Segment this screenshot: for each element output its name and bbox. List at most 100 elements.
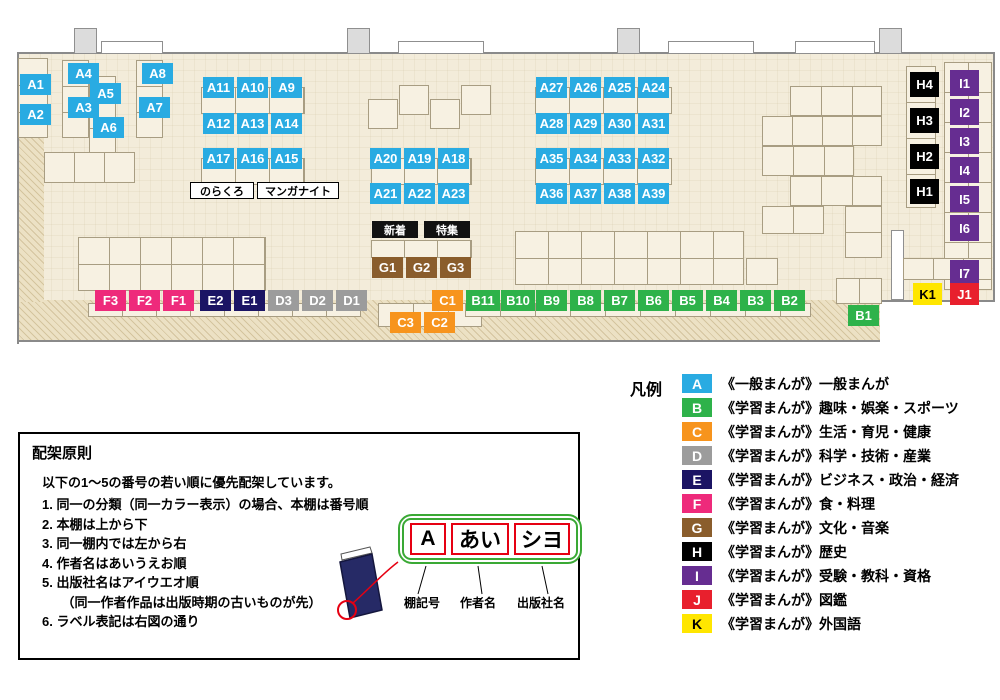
shelf-label-A37: A37 [570,183,601,204]
principle-rule: 6. ラベル表記は右図の通り [42,614,200,629]
shelf-label-B8: B8 [570,290,601,311]
shelf-unit [371,240,472,258]
shelf-label-A31: A31 [638,113,669,134]
wall-right [993,52,995,302]
shelf-label-A17: A17 [203,148,234,169]
shelf-label-B2: B2 [774,290,805,311]
shelf-label-J1: J1 [950,283,979,305]
shelf-label-D2: D2 [302,290,333,311]
principles-title: 配架原則 [32,445,93,462]
shelf-label-B4: B4 [706,290,737,311]
shelf-unit [836,278,882,304]
shelf-label-A19: A19 [404,148,435,169]
shelf-label-I5: I5 [950,186,979,212]
principle-rule: （同一作者作品は出版時期の古いものが先） [42,594,322,610]
legend-rows: A《一般まんが》一般まんが B《学習まんが》趣味・娯楽・スポーツ C《学習まんが》生… [682,374,959,638]
shelf-label-A30: A30 [604,113,635,134]
shelf-label-A26: A26 [570,77,601,98]
spine-publisher: シヨ [514,523,570,555]
shelf-label-A6: A6 [93,117,124,138]
shelf-unit [430,99,460,129]
shelf-label-F3: F3 [95,290,126,311]
legend-label: 《学習まんが》科学・技術・産業 [721,447,931,464]
principle-rule: 4. 作者名はあいうえお順 [42,555,187,571]
shelf-label-A38: A38 [604,183,635,204]
legend-item-G: G《学習まんが》文化・音楽 [682,518,959,537]
shelf-unit [762,146,854,176]
legend-label: 《学習まんが》文化・音楽 [721,519,889,536]
shelf-label-B7: B7 [604,290,635,311]
pillar [347,28,370,54]
legend-swatch-J: J [682,590,712,609]
shelf-unit [368,99,398,129]
shelf-label-G2: G2 [406,257,437,278]
shelf-label-C2: C2 [424,312,455,333]
shelf-label-A2: A2 [20,104,51,125]
shelf-label-A23: A23 [438,183,469,204]
shelf-unit [515,231,744,285]
shelf-label-A25: A25 [604,77,635,98]
shelf-label-A27: A27 [536,77,567,98]
caption-author: 作者名 [460,596,497,610]
shelf-label-A24: A24 [638,77,669,98]
legend-label: 《学習まんが》外国語 [721,615,861,632]
spine-label-example: A あい シヨ [398,514,582,564]
principle-rule: 2. 本棚は上から下 [42,516,148,532]
shelf-label-B3: B3 [740,290,771,311]
shelf-label-A4: A4 [68,63,99,84]
shelf-unit [790,176,882,206]
wall-left [17,52,19,344]
shelf-label-A20: A20 [370,148,401,169]
shelf-label-B1: B1 [848,305,879,326]
shelf-label-D3: D3 [268,290,299,311]
wall-bottom [18,340,880,342]
legend-swatch-E: E [682,470,712,489]
spine-author: あい [451,523,509,555]
shelf-label-A32: A32 [638,148,669,169]
wall-fixture [398,41,484,54]
shelf-label-I7: I7 [950,260,979,286]
book-illustration [337,546,549,620]
wall-top [18,52,995,54]
shelf-label-A18: A18 [438,148,469,169]
shelf-unit [399,85,429,115]
shelf-label-I3: I3 [950,128,979,154]
pillar [74,28,97,54]
shelf-label-A10: A10 [237,77,268,98]
shelf-label-B10: B10 [501,290,535,311]
legend-item-I: I《学習まんが》受験・教科・資格 [682,566,959,585]
shelf-label-F2: F2 [129,290,160,311]
pillar [879,28,902,54]
shelf-label-K1: K1 [913,283,942,305]
shelf-label-I4: I4 [950,157,979,183]
legend-label: 《学習まんが》図鑑 [721,591,847,608]
legend-item-A: A《一般まんが》一般まんが [682,374,959,393]
map-tag: のらくろ [190,182,254,199]
shelf-unit [762,206,824,234]
principle-rule: 1. 同一の分類（同一カラー表示）の場合、本棚は番号順 [42,497,369,512]
shelf-label-A34: A34 [570,148,601,169]
shelf-label-A29: A29 [570,113,601,134]
shelf-label-H4: H4 [910,72,939,97]
shelf-label-A9: A9 [271,77,302,98]
legend-label: 《学習まんが》ビジネス・政治・経済 [721,471,959,488]
pillar [617,28,640,54]
label-position-marker [337,600,357,620]
legend-item-C: C《学習まんが》生活・育児・健康 [682,422,959,441]
shelf-label-H1: H1 [910,179,939,204]
shelf-label-A22: A22 [404,183,435,204]
shelf-label-H3: H3 [910,108,939,133]
caption-publisher: 出版社名 [517,596,566,610]
shelf-label-A39: A39 [638,183,669,204]
shelf-label-A15: A15 [271,148,302,169]
shelf-unit [746,258,778,285]
spine-label-inner: A あい シヨ [402,518,578,560]
shelf-label-A1: A1 [20,74,51,95]
shelf-label-B11: B11 [466,290,500,311]
shelf-label-A7: A7 [139,97,170,118]
legend-item-B: B《学習まんが》趣味・娯楽・スポーツ [682,398,959,417]
shelf-label-F1: F1 [163,290,194,311]
